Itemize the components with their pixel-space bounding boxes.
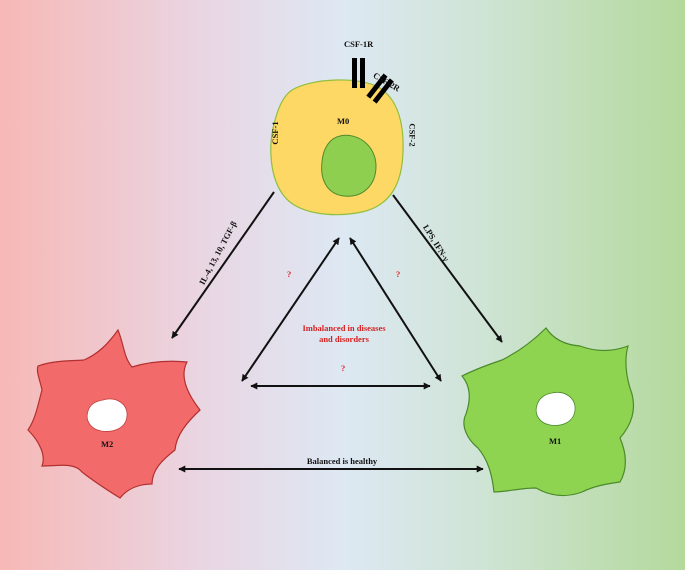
m0-nucleus xyxy=(321,134,377,197)
imbalanced-text-line1: Imbalanced in diseases xyxy=(302,323,386,333)
question-mark-bottom: ? xyxy=(341,363,346,373)
question-mark-right: ? xyxy=(396,269,401,279)
m0-label: M0 xyxy=(337,116,350,126)
csf1r-label: CSF-1R xyxy=(344,39,374,49)
m1-nucleus xyxy=(535,391,576,426)
m2-label: M2 xyxy=(101,439,114,449)
m1-label: M1 xyxy=(549,436,562,446)
arrow-m0-to-m2 xyxy=(171,191,275,339)
csf2r-receptor-icon xyxy=(366,73,394,104)
question-mark-left: ? xyxy=(287,269,292,279)
m2-nucleus xyxy=(86,398,128,432)
arrow-left-diagonal xyxy=(241,237,340,382)
arrow-m0-to-m1 xyxy=(392,194,503,343)
arrow-right-diagonal xyxy=(349,237,442,382)
imbalanced-text-line2: and disorders xyxy=(319,334,369,344)
csf1-label: CSF-1 xyxy=(269,121,280,145)
balanced-text: Balanced is healthy xyxy=(306,456,378,466)
csf2-label: CSF-2 xyxy=(407,123,418,147)
csf1r-receptor-icon xyxy=(352,58,365,88)
